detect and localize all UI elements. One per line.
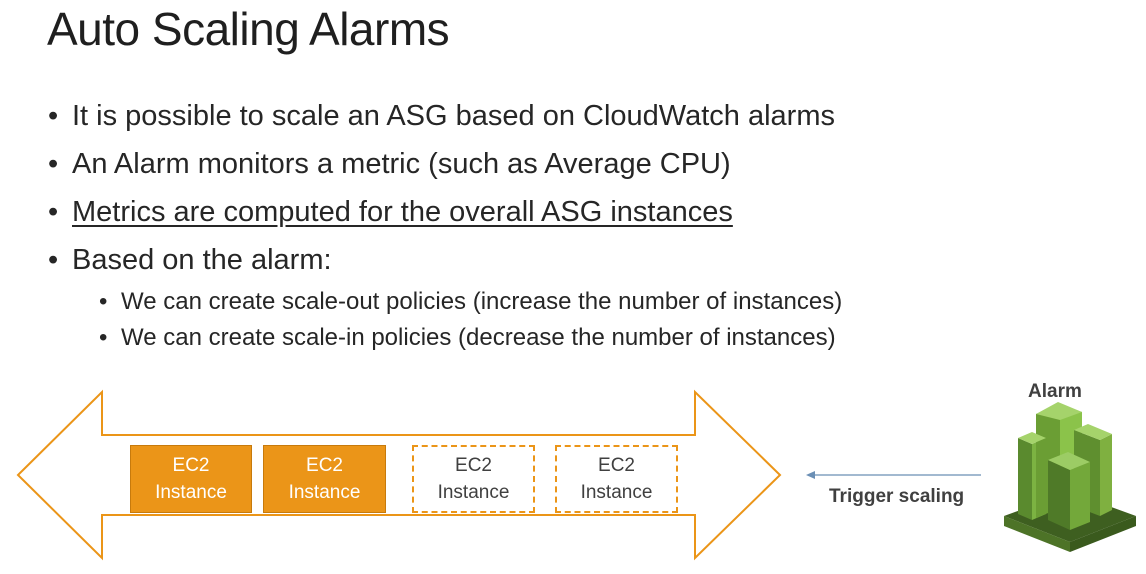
trigger-scaling-label: Trigger scaling [829,486,965,507]
slide-title: Auto Scaling Alarms [47,3,450,55]
sub-bullet-item: We can create scale-out policies (increa… [97,284,842,320]
ec2-instance-box-pending: EC2 Instance [555,445,678,513]
bullet-item: An Alarm monitors a metric (such as Aver… [46,140,842,188]
bullet-item-underlined: Metrics are computed for the overall ASG… [46,188,842,236]
scaling-double-arrow-icon [16,389,782,561]
cloudwatch-alarm-icon [1004,402,1136,552]
alarm-label: Alarm [1028,381,1082,402]
ec2-instance-box-pending: EC2 Instance [412,445,535,513]
diagram-canvas [16,389,1136,561]
bullet-list: It is possible to scale an ASG based on … [46,92,842,356]
sub-bullet-item: We can create scale-in policies (decreas… [97,320,842,356]
bullet-item: It is possible to scale an ASG based on … [46,92,842,140]
ec2-instance-box: EC2 Instance [263,445,386,513]
ec2-instance-box: EC2 Instance [130,445,252,513]
sub-bullet-list: We can create scale-out policies (increa… [72,284,842,356]
trigger-arrow [806,471,981,479]
bullet-item: Based on the alarm: We can create scale-… [46,236,842,356]
